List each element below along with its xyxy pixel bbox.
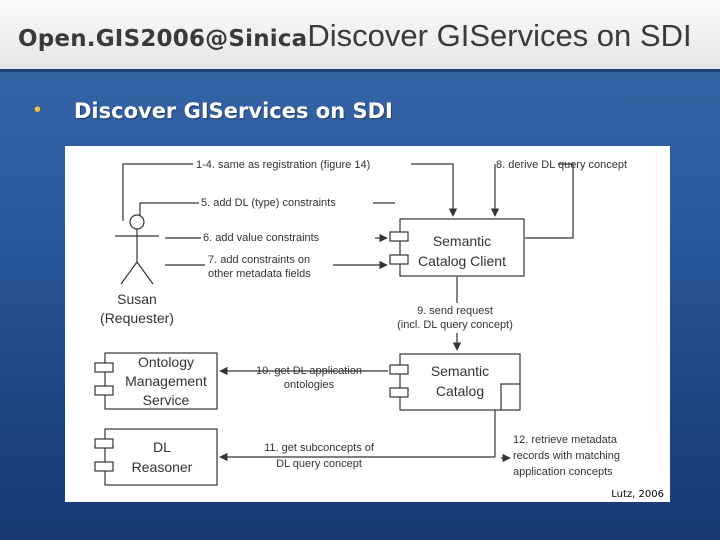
ontology-port-bottom <box>94 385 114 396</box>
step-5-line <box>139 202 199 215</box>
slide-header: Open.GIS2006@SinicaDiscover GIServices o… <box>0 0 720 72</box>
sequence-diagram: Susan (Requester) Semantic Catalog Clien… <box>65 146 670 502</box>
catalog-box <box>399 353 521 411</box>
catalog-label-1: Semantic <box>431 363 489 379</box>
step-12-label-3: application concepts <box>513 466 613 478</box>
actor-head <box>129 214 145 230</box>
step-12-line <box>500 383 520 410</box>
catalog-port-top <box>389 364 409 375</box>
diagram-canvas: Susan (Requester) Semantic Catalog Clien… <box>94 159 627 486</box>
catalog-client-label-2: Catalog Client <box>418 253 506 269</box>
step-8-label: 8. derive DL query concept <box>496 159 627 171</box>
reasoner-port-top <box>94 438 114 449</box>
step-1-4-line <box>122 163 193 221</box>
actor-name: Susan <box>117 291 157 307</box>
ontology-box <box>104 352 218 410</box>
actor-left-leg <box>120 261 138 285</box>
step-7-label-2: other metadata fields <box>208 268 311 280</box>
step-9-label-1: 9. send request <box>417 305 493 317</box>
step-1-4-label: 1-4. same as registration (figure 14) <box>196 159 370 171</box>
ontology-label-3: Service <box>143 392 190 408</box>
bullet-icon: • <box>34 99 42 121</box>
step-6-label: 6. add value constraints <box>203 232 320 244</box>
step-10-label-2: ontologies <box>284 379 335 391</box>
step-8-line <box>525 163 574 239</box>
catalog-client-port-top <box>389 231 409 242</box>
ontology-label-1: Ontology <box>138 354 194 370</box>
step-10-label-1: 10. get DL application <box>256 365 362 377</box>
step-7-label-1: 7. add constraints on <box>208 254 310 266</box>
step-5-label: 5. add DL (type) constraints <box>201 197 336 209</box>
slide-heading: Discover GIServices on SDI <box>74 99 393 123</box>
catalog-label-2: Catalog <box>436 383 484 399</box>
header-main-title: Discover GIServices on SDI <box>307 18 692 53</box>
source-credit: Lutz, 2006 <box>611 489 664 500</box>
step-11-label-1: 11. get subconcepts of <box>264 442 375 454</box>
actor-role: (Requester) <box>100 310 174 326</box>
catalog-client-box <box>399 218 525 277</box>
catalog-client-label-1: Semantic <box>433 233 491 249</box>
header-title: Open.GIS2006@SinicaDiscover GIServices o… <box>18 18 692 54</box>
step-12-label-1: 12. retrieve metadata <box>513 434 618 446</box>
step-12-label-2: records with matching <box>513 450 620 462</box>
catalog-client-port-bottom <box>389 254 409 265</box>
step-11-label-2: DL query concept <box>276 458 362 470</box>
step-1-4-arrow <box>411 163 458 217</box>
reasoner-port-bottom <box>94 461 114 472</box>
step-9-label-2: (incl. DL query concept) <box>397 319 513 331</box>
catalog-port-bottom <box>389 387 409 398</box>
reasoner-box <box>104 428 218 486</box>
actor-right-leg <box>136 261 154 285</box>
reasoner-label-1: DL <box>153 439 171 455</box>
ontology-label-2: Management <box>125 373 207 389</box>
header-prefix: Open.GIS2006@Sinica <box>18 26 308 52</box>
reasoner-label-2: Reasoner <box>132 459 193 475</box>
ontology-port-top <box>94 362 114 373</box>
